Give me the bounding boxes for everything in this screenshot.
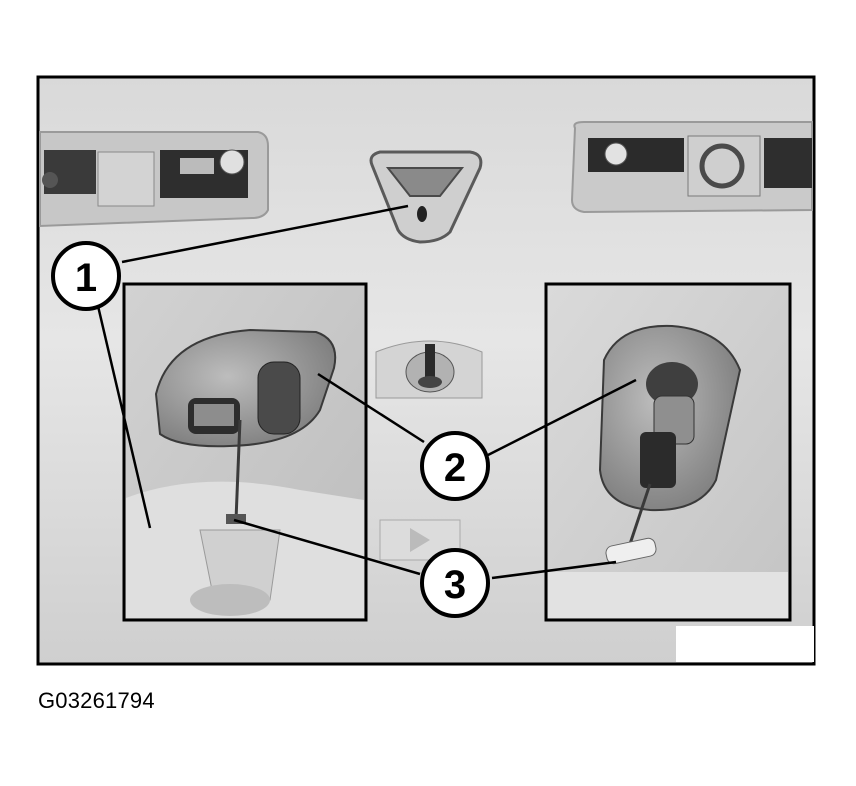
right-inset-photo (544, 282, 792, 622)
left-inset-photo (122, 282, 368, 622)
callout-2-label: 2 (444, 446, 466, 490)
image-patch (676, 626, 814, 662)
figure-id-code: G03261794 (38, 688, 155, 713)
callout-1: 1 (51, 241, 121, 311)
callout-1-label: 1 (75, 256, 97, 300)
right-lamp-housing (570, 121, 813, 214)
callout-leader-lines (96, 204, 637, 580)
callout-2: 2 (420, 431, 490, 501)
callout-3: 3 (420, 548, 490, 618)
center-clip (375, 340, 483, 561)
left-lamp-housing (39, 131, 269, 228)
callout-3-label: 3 (444, 563, 466, 607)
grab-handle (369, 150, 483, 244)
